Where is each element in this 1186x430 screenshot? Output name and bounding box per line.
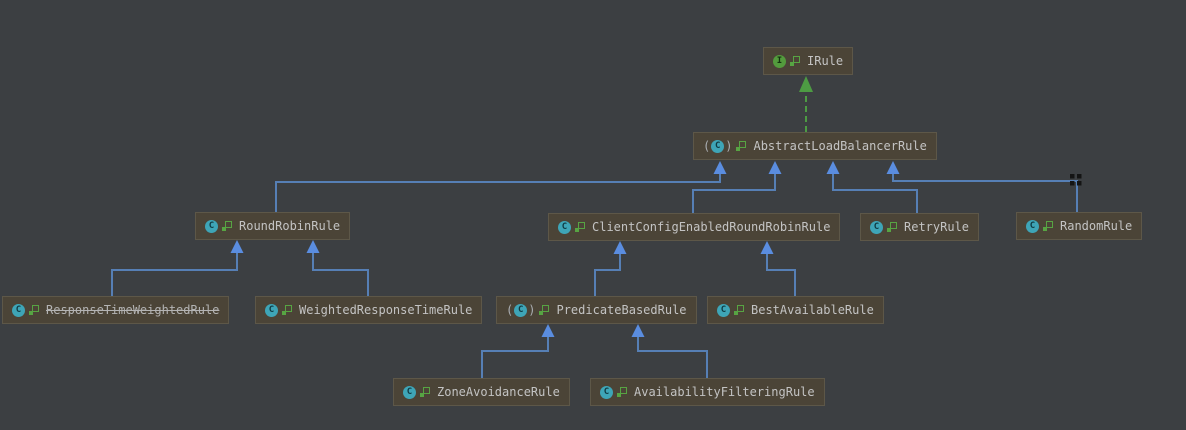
extends-arrowhead-icon: [760, 241, 774, 254]
class-name: RetryRule: [904, 220, 970, 234]
class-icon: C: [558, 220, 571, 234]
class-name: AbstractLoadBalancerRule: [753, 139, 927, 153]
class-node-retryrule[interactable]: C RetryRule: [860, 213, 980, 241]
edge-predicatebasedrule-extends[interactable]: [594, 241, 627, 296]
class-name-deprecated: ResponseTimeWeightedRule: [46, 303, 220, 317]
class-icon-letter: C: [208, 220, 215, 231]
class-name: RoundRobinRule: [239, 219, 341, 233]
visibility-modifier-icon: [420, 386, 430, 398]
class-icon-letter: C: [561, 221, 568, 232]
class-node-irule[interactable]: I IRule: [763, 47, 854, 75]
visibility-modifier-icon: [734, 304, 744, 316]
edge-randomrule-extends[interactable]: [886, 161, 1078, 212]
class-icon-letter: C: [268, 304, 275, 315]
class-node-roundrobinrule[interactable]: C RoundRobinRule: [195, 212, 351, 240]
class-node-responsetimeweightedrule[interactable]: C ResponseTimeWeightedRule: [2, 296, 230, 324]
visibility-modifier-icon: [887, 221, 897, 233]
class-node-predicatebasedrule[interactable]: C PredicateBasedRule: [496, 296, 697, 324]
visibility-modifier-icon: [736, 140, 747, 152]
edge-weightedresponsetimerule-extends[interactable]: [306, 240, 369, 296]
class-name: PredicateBasedRule: [556, 303, 687, 317]
abstract-class-icon: C: [506, 296, 535, 324]
class-icon-letter: C: [406, 386, 413, 397]
class-icon-letter: C: [1029, 220, 1036, 231]
class-node-weightedresponsetimerule[interactable]: C WeightedResponseTimeRule: [255, 296, 483, 324]
visibility-modifier-icon: [539, 304, 550, 316]
edge-bend-handle[interactable]: [1070, 174, 1082, 186]
class-node-zoneavoidancerule[interactable]: C ZoneAvoidanceRule: [393, 378, 570, 406]
class-node-bestavailablerule[interactable]: C BestAvailableRule: [707, 296, 884, 324]
class-icon-letter: C: [873, 221, 880, 232]
edge-retryrule-extends[interactable]: [826, 161, 918, 213]
class-icon: C: [1026, 219, 1039, 233]
class-node-abstractloadbalancerrule[interactable]: C AbstractLoadBalancerRule: [693, 132, 937, 160]
visibility-modifier-icon: [1043, 220, 1053, 232]
abstract-class-icon: C: [703, 132, 732, 160]
class-icon: C: [717, 303, 730, 317]
extends-arrowhead-icon: [768, 161, 782, 174]
edge-abstractloadbalancerrule-implements-irule[interactable]: [799, 76, 813, 132]
class-node-availabilityfilteringrule[interactable]: C AvailabilityFilteringRule: [590, 378, 825, 406]
edge-availabilityfilteringrule-extends[interactable]: [631, 324, 708, 378]
edge-responsetimeweightedrule-extends[interactable]: [111, 240, 244, 296]
class-node-clientconfigenabledroundrobinrule[interactable]: C ClientConfigEnabledRoundRobinRule: [548, 213, 841, 241]
class-icon: C: [265, 303, 278, 317]
class-name: ZoneAvoidanceRule: [437, 385, 560, 399]
class-icon: C: [870, 220, 883, 234]
visibility-modifier-icon: [790, 55, 800, 67]
extends-arrowhead-icon: [541, 324, 555, 337]
class-name: BestAvailableRule: [751, 303, 874, 317]
edge-zoneavoidancerule-extends[interactable]: [481, 324, 555, 378]
class-icon: C: [600, 385, 613, 399]
class-name: RandomRule: [1060, 219, 1133, 233]
visibility-modifier-icon: [282, 304, 292, 316]
edge-bestavailablerule-extends[interactable]: [760, 241, 796, 296]
extends-arrowhead-icon: [613, 241, 627, 254]
extends-arrowhead-icon: [230, 240, 244, 253]
class-icon-letter: C: [715, 140, 721, 151]
class-name: IRule: [807, 54, 844, 68]
class-icon: C: [403, 385, 416, 399]
extends-arrowhead-icon: [631, 324, 645, 337]
class-name: ClientConfigEnabledRoundRobinRule: [592, 220, 831, 234]
class-name: WeightedResponseTimeRule: [299, 303, 473, 317]
class-node-randomrule[interactable]: C RandomRule: [1016, 212, 1143, 240]
visibility-modifier-icon: [575, 221, 585, 233]
class-icon-letter: C: [15, 304, 22, 315]
visibility-modifier-icon: [29, 304, 39, 316]
class-icon-letter: C: [720, 304, 727, 315]
interface-icon: I: [773, 54, 786, 68]
class-icon: C: [205, 219, 218, 233]
implements-arrowhead-icon: [799, 76, 813, 92]
visibility-modifier-icon: [222, 220, 232, 232]
class-name: AvailabilityFilteringRule: [634, 385, 815, 399]
interface-icon-letter: I: [776, 55, 783, 66]
extends-arrowhead-icon: [826, 161, 840, 174]
class-icon-letter: C: [518, 304, 524, 315]
visibility-modifier-icon: [617, 386, 627, 398]
class-icon-letter: C: [603, 386, 610, 397]
extends-arrowhead-icon: [306, 240, 320, 253]
edge-clientconfigenabledroundrobinrule-extends[interactable]: [692, 161, 782, 213]
extends-arrowhead-icon: [713, 161, 727, 174]
class-icon: C: [12, 303, 25, 317]
extends-arrowhead-icon: [886, 161, 900, 174]
edge-roundrobinrule-extends[interactable]: [275, 161, 727, 212]
